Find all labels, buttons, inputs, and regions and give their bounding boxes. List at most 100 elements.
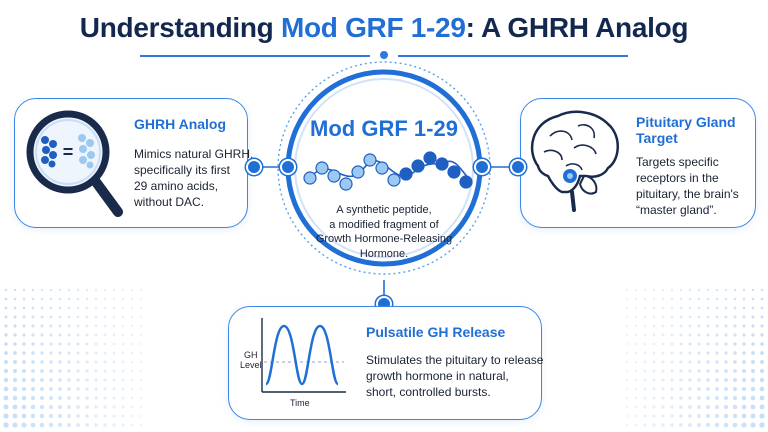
background-dot [670, 423, 674, 427]
page-title: Understanding Mod GRF 1-29: A GHRH Analo… [0, 12, 768, 44]
background-dot [85, 378, 89, 382]
pituitary-text: Targets specific receptors in the pituit… [636, 154, 739, 218]
background-dot [679, 405, 683, 409]
background-dot [742, 297, 746, 301]
background-dot [103, 324, 107, 328]
background-dot [112, 396, 116, 400]
background-dot [139, 306, 143, 310]
background-dot [76, 333, 80, 337]
background-dot [661, 324, 665, 328]
background-dot [30, 377, 36, 383]
background-dot [3, 377, 9, 383]
background-dot [679, 324, 683, 328]
background-dot [760, 306, 764, 310]
background-dot [688, 396, 692, 400]
background-dot [103, 342, 107, 346]
title-underline-left [140, 55, 370, 57]
center-line-2: a modified fragment of [329, 218, 439, 231]
background-dot [643, 378, 647, 382]
background-dot [94, 360, 98, 364]
background-dot [13, 342, 17, 346]
pituitary-title-line-2: Target [636, 130, 678, 146]
background-dot [112, 333, 116, 337]
background-dot [634, 405, 638, 409]
graph-ylabel-line-2: Level [240, 360, 262, 370]
background-dot [625, 297, 629, 301]
background-dot [661, 369, 665, 373]
background-dot [724, 315, 728, 319]
background-dot [39, 395, 45, 401]
background-dot [130, 414, 134, 418]
background-dot [31, 324, 35, 328]
background-dot [139, 405, 143, 409]
background-dot [30, 386, 36, 392]
background-dot [121, 306, 125, 310]
background-dot [670, 351, 674, 355]
background-dot [643, 360, 647, 364]
background-dot [40, 360, 44, 364]
background-dot [13, 333, 17, 337]
title-suffix: : A GHRH Analog [465, 12, 689, 43]
pulsatile-line-2: growth hormone in natural, [366, 369, 509, 383]
background-dot [31, 333, 35, 337]
background-dot [31, 315, 35, 319]
background-dot [30, 404, 36, 410]
background-dot [670, 369, 674, 373]
background-dot [760, 324, 764, 328]
background-dot [112, 288, 116, 292]
background-dot [130, 342, 134, 346]
background-dot [13, 360, 17, 364]
background-dot [76, 351, 80, 355]
background-dot [751, 342, 755, 346]
background-dot [741, 395, 747, 401]
pulsatile-text: Stimulates the pituitary to release grow… [366, 352, 543, 400]
background-dot [31, 360, 35, 364]
background-dot [94, 306, 98, 310]
background-dot [634, 288, 638, 292]
background-dot [112, 306, 116, 310]
background-dot [21, 386, 27, 392]
background-dot [732, 386, 738, 392]
background-dot [22, 333, 26, 337]
background-dot [67, 315, 71, 319]
background-dot [112, 297, 116, 301]
background-dot [121, 297, 125, 301]
background-dot [103, 405, 107, 409]
background-dot [22, 369, 26, 373]
background-dot [643, 342, 647, 346]
background-dot [625, 423, 629, 427]
background-dot [715, 342, 719, 346]
background-dot [643, 423, 647, 427]
background-dot [22, 288, 26, 292]
background-dot [40, 333, 44, 337]
background-dot [741, 377, 747, 383]
background-dot [94, 369, 98, 373]
background-dot [715, 306, 719, 310]
background-dot [724, 306, 728, 310]
background-dot [634, 378, 638, 382]
background-dot [741, 413, 747, 419]
background-dot [670, 333, 674, 337]
background-dot [733, 306, 737, 310]
background-dot [661, 396, 665, 400]
background-dot [139, 297, 143, 301]
background-dot [4, 324, 8, 328]
background-dot [759, 413, 765, 419]
background-dot [58, 396, 62, 400]
background-dot [12, 404, 18, 410]
pituitary-title: Pituitary Gland Target [636, 114, 736, 146]
background-dot [732, 404, 738, 410]
ghrh-line-4: without DAC. [134, 195, 205, 209]
background-dot [670, 414, 674, 418]
background-dot [85, 369, 89, 373]
background-dot [643, 324, 647, 328]
background-dot [103, 297, 107, 301]
background-dot [58, 369, 62, 373]
background-dot [12, 368, 18, 374]
background-dot [40, 378, 44, 382]
background-dot [58, 315, 62, 319]
background-dot [12, 413, 18, 419]
background-dot [697, 324, 701, 328]
background-dot [85, 405, 89, 409]
background-dot [652, 360, 656, 364]
